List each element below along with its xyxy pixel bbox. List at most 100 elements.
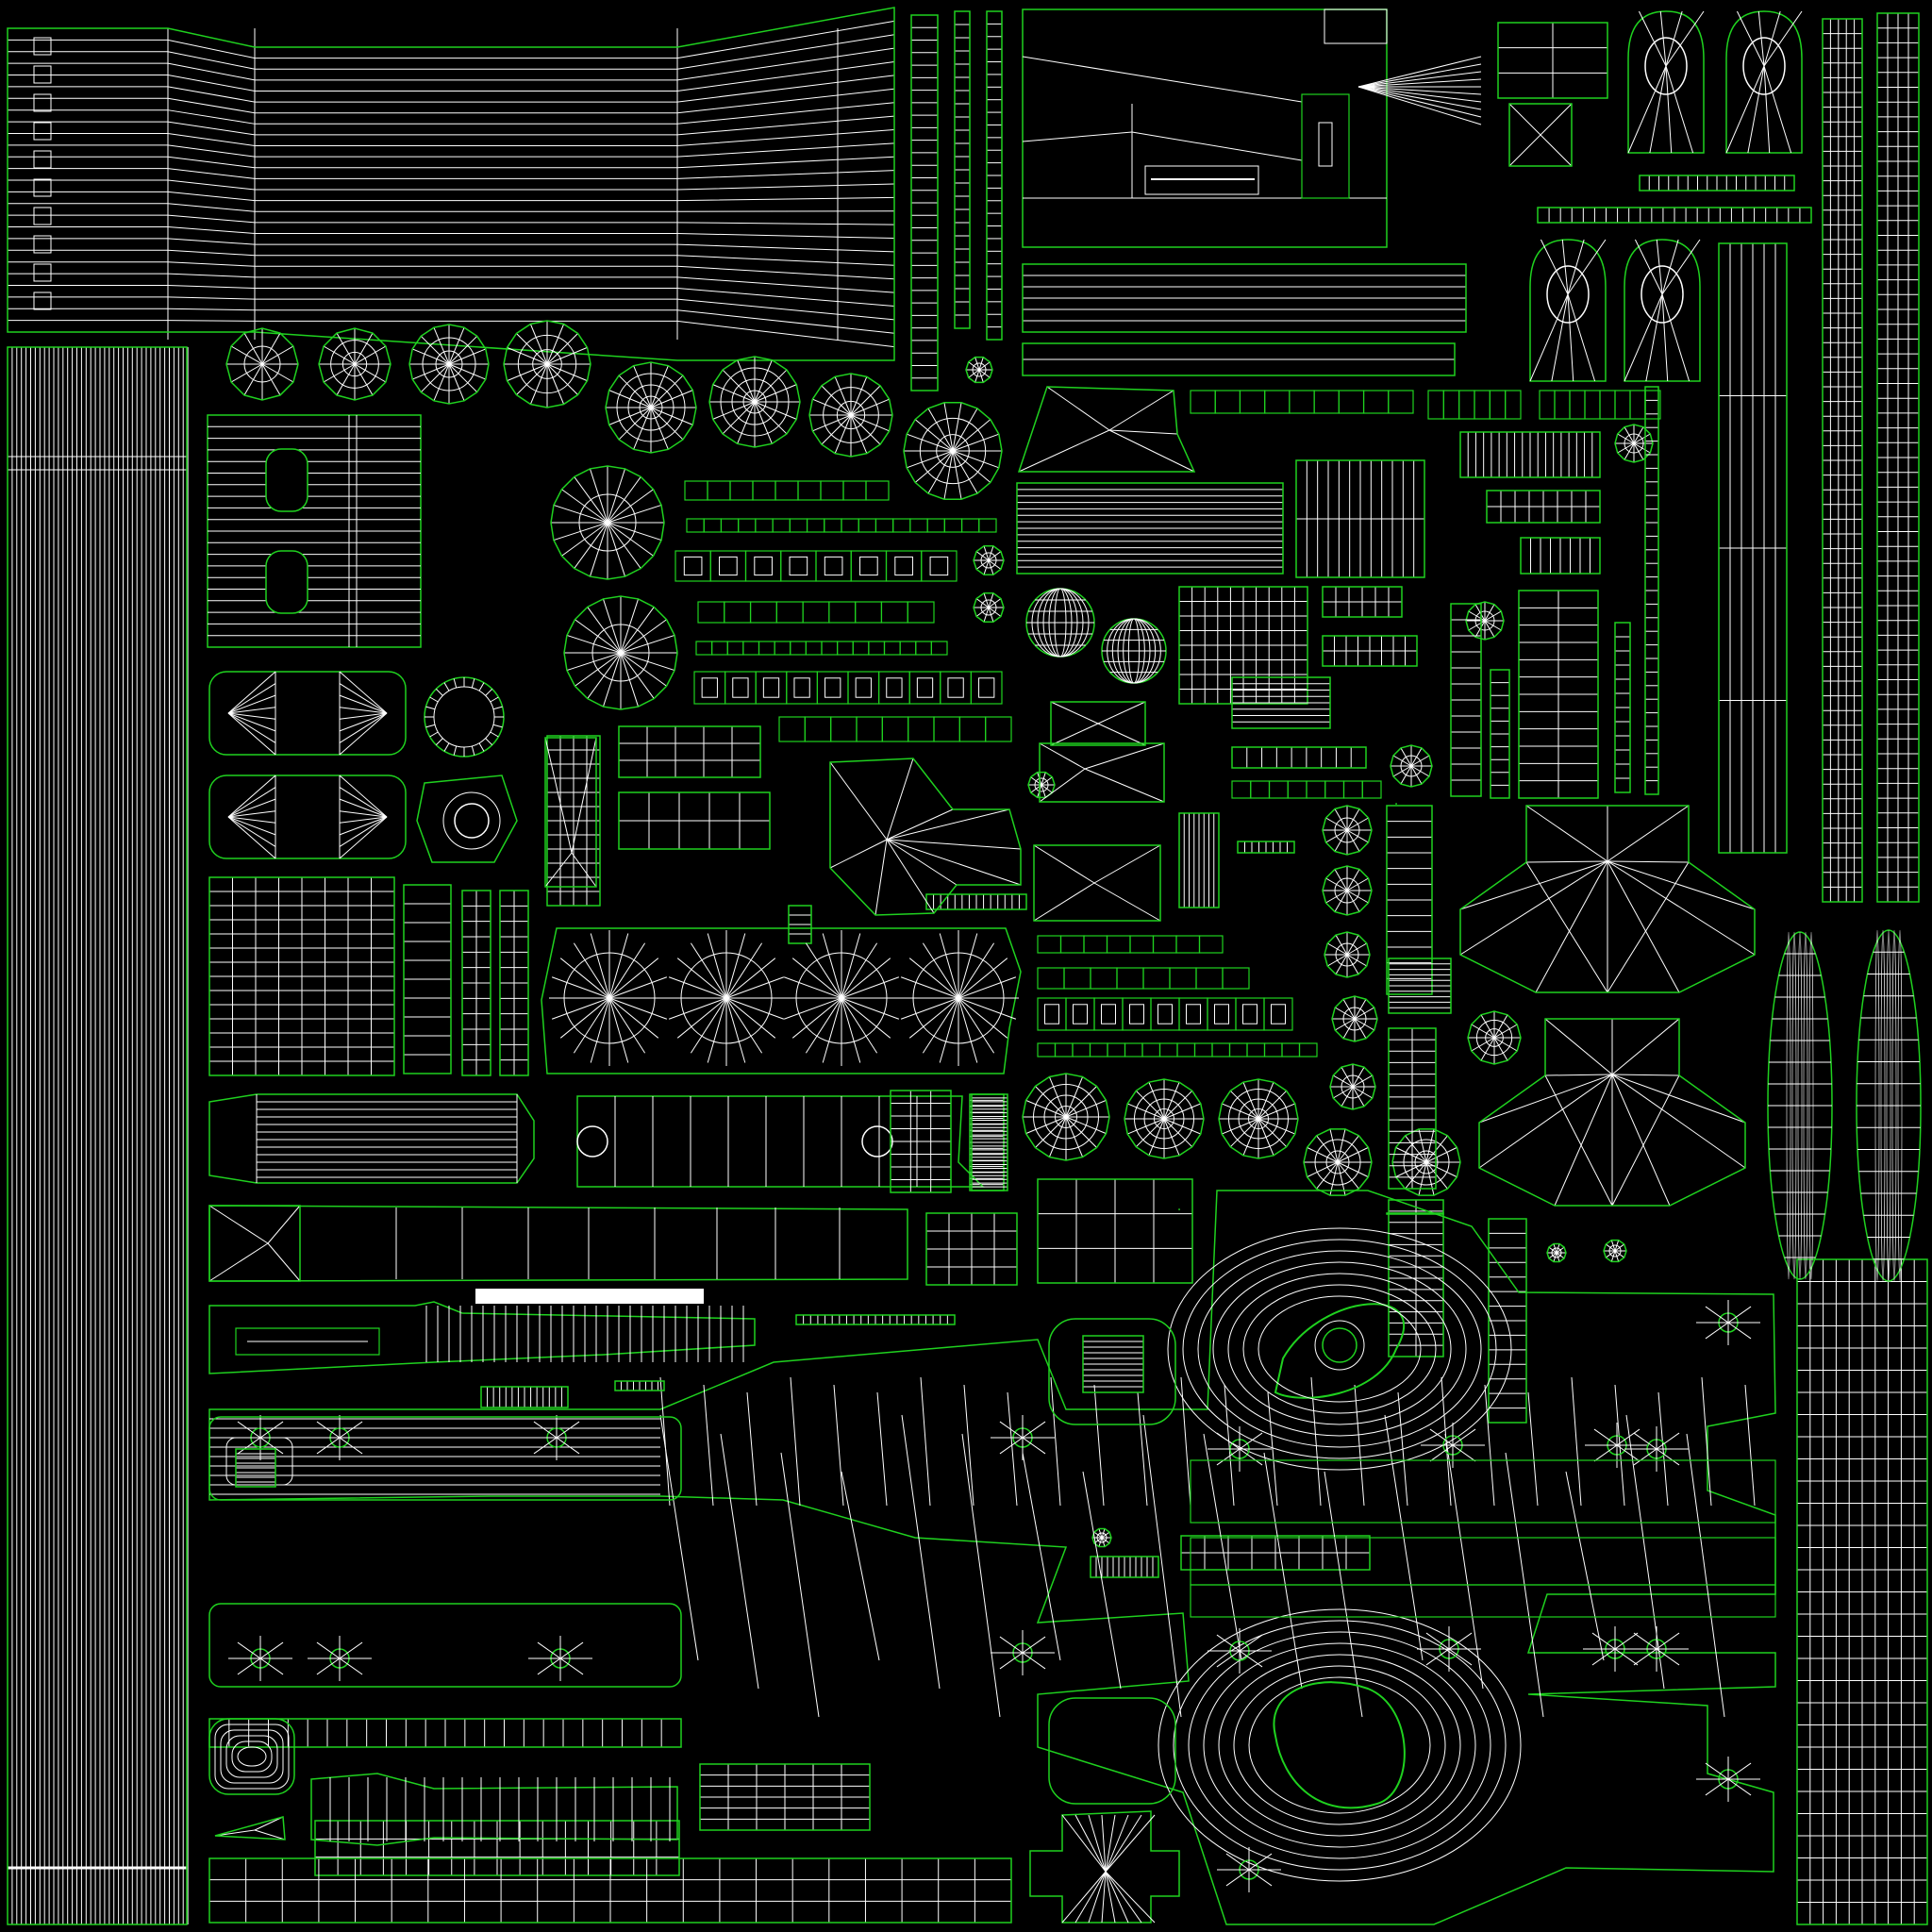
uv-island-cells-12 — [1190, 390, 1414, 414]
uv-island-stock-sleeve — [7, 7, 895, 361]
uv-island-nut — [416, 774, 518, 863]
uv-disc-18 — [1322, 865, 1373, 916]
uv-island-mag-ribs — [971, 1093, 1008, 1191]
uv-disc-12 — [973, 545, 1005, 575]
uv-island-buttplate — [208, 1718, 295, 1795]
uv-island-cells-8 — [1037, 935, 1224, 954]
uv-disc-8 — [903, 402, 1003, 500]
uv-island-grid-27 — [795, 1314, 956, 1325]
uv-island-mount-base — [1017, 386, 1196, 473]
uv-island-cross-piece — [1029, 1810, 1180, 1924]
uv-island-globe-2 — [1101, 618, 1167, 684]
uv-island-cells-7 — [778, 716, 1012, 742]
uv-island-mini-tab — [614, 1380, 665, 1391]
uv-island-grid-31 — [480, 1386, 569, 1408]
uv-disc-5 — [605, 361, 697, 454]
uv-disc-23 — [1022, 1073, 1110, 1161]
uv-island-barrel-fans — [541, 927, 1022, 1074]
uv-disc-21 — [1329, 1063, 1376, 1110]
uv-island-bolt-stem — [1039, 742, 1165, 803]
uv-island-grid-4 — [1295, 459, 1425, 578]
uv-disc-20 — [1331, 995, 1378, 1042]
uv-island-tab — [214, 1816, 286, 1840]
uv-disc-9 — [550, 465, 665, 580]
uv-island-small-fan — [1508, 103, 1573, 167]
uv-island-grid-2 — [618, 791, 771, 850]
uv-island-cells-6 — [693, 671, 1003, 705]
uv-island-grid-9 — [1231, 746, 1367, 769]
uv-island-scope-body — [310, 1773, 678, 1846]
uv-island-main-stock — [208, 1190, 1776, 1925]
uv-island-grid-23 — [1237, 841, 1295, 854]
uv-island-cells-13 — [1231, 780, 1382, 799]
uv-island-scope-long — [208, 1857, 1012, 1924]
uv-island-grid-20 — [1388, 1027, 1437, 1190]
uv-island-cells-2 — [686, 518, 997, 533]
uv-disc-2 — [318, 327, 391, 401]
uv-island-thin-strip-2 — [954, 10, 971, 329]
uv-islands — [7, 7, 1928, 1925]
uv-island-grid-16 — [1644, 386, 1659, 795]
uv-island-column-block — [546, 735, 601, 907]
uv-disc-22 — [1467, 1010, 1522, 1065]
uv-disc-19 — [1324, 931, 1371, 978]
uv-disc-29 — [1603, 1239, 1627, 1263]
uv-island-sight-ring-2 — [1725, 10, 1803, 154]
uv-island-pin-2 — [499, 890, 529, 1076]
uv-island-cells-10 — [1037, 997, 1293, 1031]
uv-island-mag-body — [208, 1093, 535, 1184]
uv-island-receiver-rail — [1022, 263, 1467, 333]
uv-island-small-block — [1497, 22, 1608, 99]
uv-island-grid-10 — [1459, 431, 1601, 478]
uv-island-scope-eyepiece — [699, 1763, 871, 1831]
uv-island-barrel-strip — [1718, 242, 1788, 854]
uv-disc-11 — [965, 356, 993, 384]
uv-island-stock-wing-1 — [1459, 805, 1756, 993]
uv-island-sight-ring-4 — [1624, 239, 1701, 382]
uv-island-grid-18 — [1490, 669, 1510, 799]
uv-island-scope-tube — [208, 1301, 756, 1374]
uv-island-grid-17 — [1614, 622, 1631, 793]
uv-disc-7 — [808, 373, 893, 458]
uv-island-cells-3 — [675, 550, 958, 582]
uv-island-cells-4 — [697, 601, 935, 624]
uv-island-pin-1 — [461, 890, 491, 1076]
uv-island-scope-cap — [1037, 1178, 1193, 1284]
uv-disc-25 — [1218, 1078, 1299, 1159]
uv-island-scope-barrel — [314, 1820, 680, 1876]
uv-island-thin-strip-1 — [910, 14, 939, 391]
uv-island-receiver-top — [1022, 8, 1482, 248]
uv-island-small-column — [544, 737, 597, 888]
uv-island-grid-14 — [1386, 805, 1433, 995]
uv-island-cells-14 — [1427, 390, 1522, 420]
uv-island-stock-badge — [235, 1448, 276, 1488]
uv-island-grip-insert — [403, 884, 452, 1074]
uv-island-mount-1 — [208, 671, 407, 756]
uv-island-tick-strip — [1639, 175, 1795, 192]
uv-island-cheek-rest-2 — [1856, 929, 1922, 1282]
uv-disc-15 — [1465, 601, 1505, 641]
uv-island-bolt-key — [1050, 701, 1146, 746]
uv-disc-27 — [1391, 1128, 1461, 1196]
uv-island-thin-strip-3 — [986, 10, 1003, 341]
uv-disc-26 — [1303, 1128, 1373, 1196]
uv-disc-13 — [973, 592, 1005, 623]
uv-island-grid-12 — [1520, 537, 1601, 575]
uv-island-right-strip-a — [1822, 18, 1863, 903]
uv-island-grid-15 — [1450, 603, 1482, 797]
uv-island-grid-5 — [1178, 586, 1308, 705]
uv-island-right-strip-b — [1876, 12, 1920, 903]
uv-island-grid-21 — [1388, 1199, 1444, 1357]
uv-island-left-tall-strip — [7, 346, 189, 1925]
uv-island-grid-3 — [1016, 482, 1284, 575]
uv-island-trigger-guard-a — [1082, 1335, 1144, 1393]
uv-disc-24 — [1124, 1078, 1205, 1159]
uv-island-grid-1 — [618, 725, 761, 778]
uv-island-sight-ring-1 — [1627, 10, 1705, 154]
uv-island-grid-32 — [788, 905, 812, 944]
uv-disc-10 — [563, 595, 678, 710]
uv-island-ring — [424, 676, 505, 758]
uv-island-grid-6 — [1322, 586, 1403, 618]
